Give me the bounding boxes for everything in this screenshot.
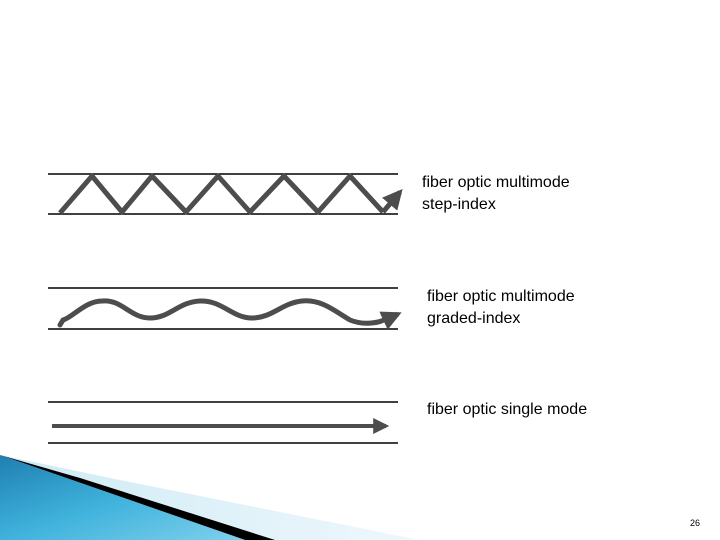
step-index-label-line2: step-index [422,196,496,213]
graded-index-arrow [379,311,402,330]
step-index-arrow [381,188,403,214]
single-mode-fiber [48,401,398,444]
footer-black-stripe [0,455,275,540]
step-index-fiber [48,173,403,215]
graded-index-label: fiber optic multimode graded-index [427,286,575,330]
graded-index-label-line2: graded-index [427,310,521,327]
graded-index-fiber [48,287,402,330]
step-index-ray [58,173,385,215]
single-mode-label: fiber optic single mode [427,399,587,421]
footer-decoration [0,455,420,540]
graded-index-label-line1: fiber optic multimode [427,288,575,305]
single-mode-label-line1: fiber optic single mode [427,401,588,418]
graded-index-ray [57,298,391,328]
footer-blue-wedge [0,455,245,540]
page-number: 26 [690,518,701,528]
step-index-label-line1: fiber optic multimode [422,174,570,191]
step-index-label: fiber optic multimode step-index [422,172,570,216]
